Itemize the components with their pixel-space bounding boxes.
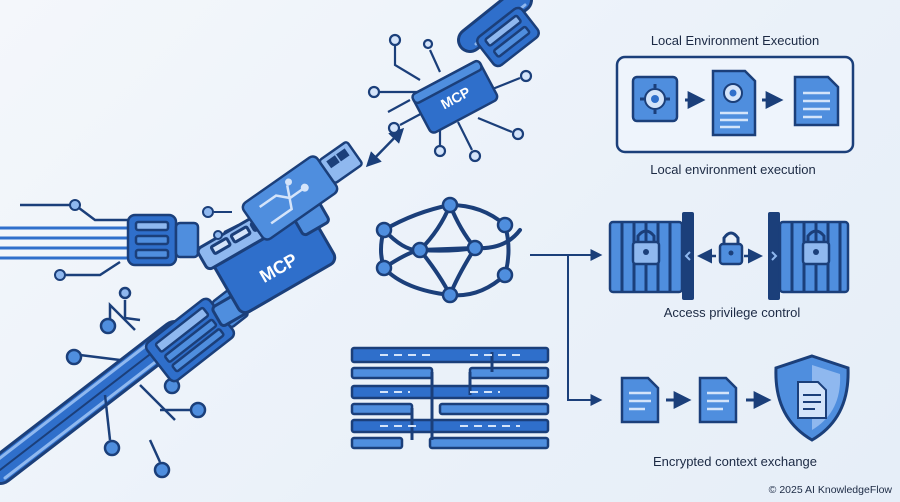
copyright-text: © 2025 AI KnowledgeFlow xyxy=(768,484,892,496)
gear-document-icon xyxy=(711,69,757,137)
gear-document-icon xyxy=(631,75,679,123)
padlock-icon xyxy=(801,229,831,266)
access-control-panel xyxy=(608,212,850,300)
cable-connector-housing xyxy=(144,289,249,383)
wire-plug xyxy=(126,213,200,267)
access-panel-caption: Access privilege control xyxy=(663,305,801,320)
input-wires xyxy=(0,199,130,281)
document-icon xyxy=(698,376,738,424)
flow-connector xyxy=(530,249,603,406)
top-cable-plug xyxy=(476,6,540,68)
top-chip-traces xyxy=(367,33,533,163)
document-icon xyxy=(793,75,840,127)
cable-bundle xyxy=(0,320,190,485)
mcp-top-chip: MCP xyxy=(411,59,499,134)
usb-plug-upper xyxy=(241,141,363,241)
local-execution-panel xyxy=(615,55,855,154)
data-bus xyxy=(350,346,550,450)
padlock-icon xyxy=(718,231,744,266)
padlock-icon xyxy=(631,229,661,266)
document-icon xyxy=(620,376,660,424)
plug-trace-dots xyxy=(202,206,239,240)
local-panel-caption: Local environment execution xyxy=(650,162,816,177)
local-panel-title: Local Environment Execution xyxy=(650,33,820,48)
circuit-traces-left xyxy=(65,286,207,479)
double-arrow-icon xyxy=(365,127,405,168)
encrypted-panel-caption: Encrypted context exchange xyxy=(652,454,818,469)
mesh-network xyxy=(379,202,522,298)
shield-icon xyxy=(774,354,850,442)
encrypted-exchange-panel xyxy=(620,354,850,442)
mesh-nodes xyxy=(375,196,514,304)
